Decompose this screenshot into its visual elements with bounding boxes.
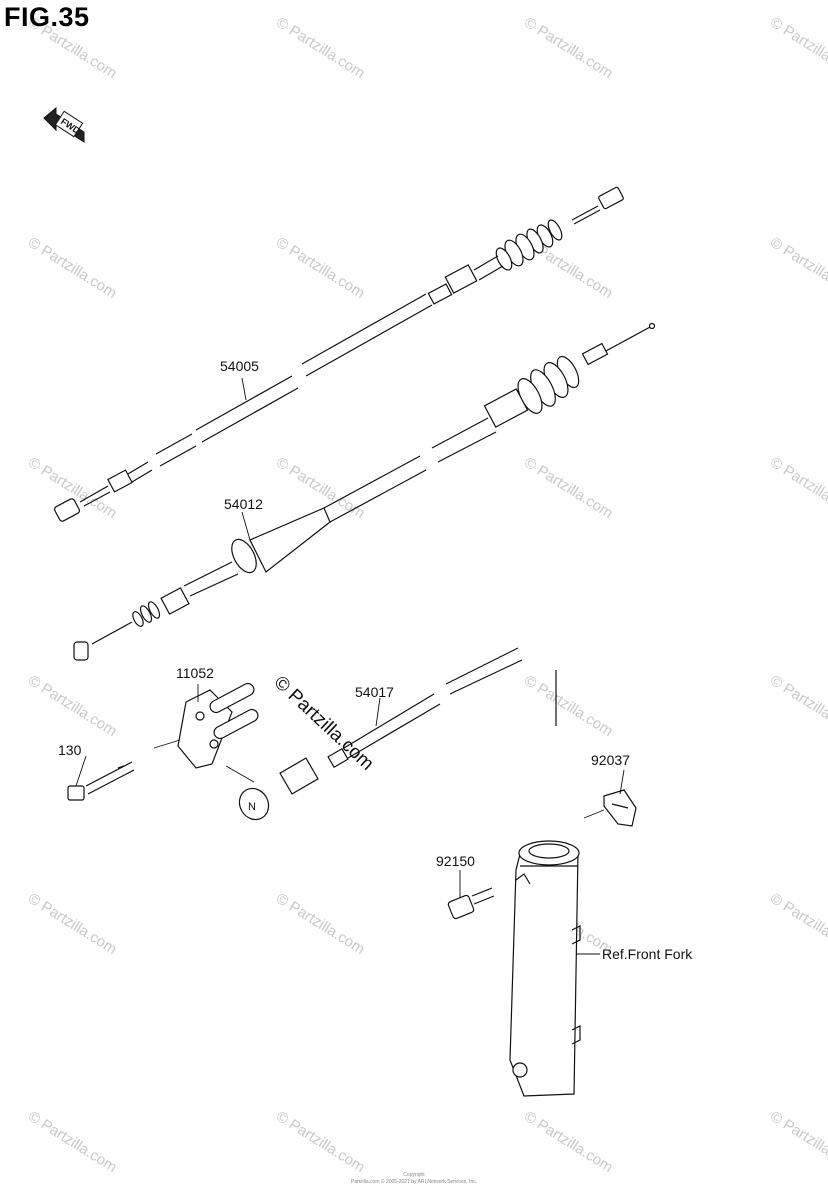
part-label-130[interactable]: 130 bbox=[58, 742, 82, 758]
leader-lines bbox=[75, 377, 625, 955]
footer-copyright: Copyright bbox=[403, 1172, 425, 1178]
bracket-11052 bbox=[177, 682, 259, 769]
part-label-54005[interactable]: 54005 bbox=[220, 358, 259, 374]
svg-text:N: N bbox=[248, 801, 256, 813]
figure-title: FIG.35 bbox=[4, 2, 90, 32]
cable-54012 bbox=[73, 322, 656, 661]
part-label-11052[interactable]: 11052 bbox=[176, 665, 214, 681]
front-fork bbox=[509, 840, 581, 1097]
part-label-54012[interactable]: 54012 bbox=[224, 496, 263, 512]
bolt-92150 bbox=[447, 887, 495, 920]
bolt-130 bbox=[67, 761, 135, 801]
cable-54017: N bbox=[238, 640, 565, 821]
fwd-arrow-icon: FWD bbox=[43, 106, 85, 143]
cable-54005 bbox=[53, 186, 624, 522]
footer-notice: Partzilla.com © 2005-2021 by ARI Network… bbox=[350, 1179, 478, 1185]
part-label-front-fork[interactable]: Ref.Front Fork bbox=[602, 946, 693, 962]
part-label-92150[interactable]: 92150 bbox=[436, 853, 475, 869]
part-label-92037[interactable]: 92037 bbox=[591, 752, 630, 768]
clamp-92037 bbox=[603, 789, 637, 827]
part-label-54017[interactable]: 54017 bbox=[355, 684, 394, 700]
